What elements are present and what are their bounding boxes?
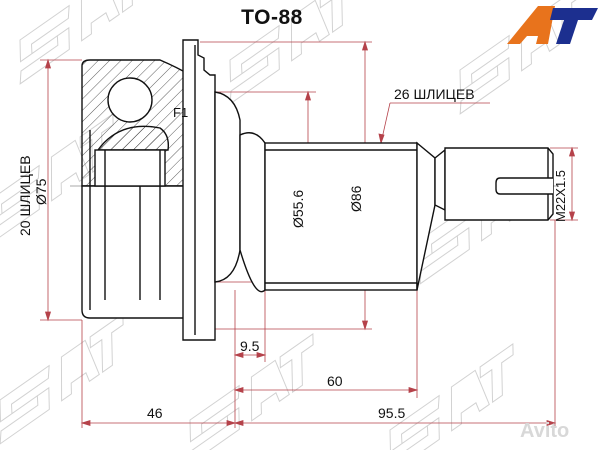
left-splines-label: 20 ШЛИЦЕВ xyxy=(17,155,33,236)
ball-marker-label: F1 xyxy=(173,105,189,120)
cv-joint-part xyxy=(81,39,554,341)
total-length-dimension: 95.5 xyxy=(378,405,406,421)
flange-diameter-label: Ø86 xyxy=(348,185,364,212)
part-number-title: TO-88 xyxy=(241,6,303,29)
flange-width-dimension: 9.5 xyxy=(240,338,260,354)
housing-length-dimension: 46 xyxy=(147,405,163,421)
shaft-length-dimension: 60 xyxy=(327,373,343,389)
right-splines-label: 26 ШЛИЦЕВ xyxy=(394,86,475,102)
outer-diameter-label: Ø75 xyxy=(33,178,49,205)
avito-watermark: Avito xyxy=(520,420,570,442)
brand-logo xyxy=(507,6,598,44)
thread-label: M22X1.5 xyxy=(553,169,568,222)
seal-diameter-label: Ø55.6 xyxy=(290,189,306,228)
